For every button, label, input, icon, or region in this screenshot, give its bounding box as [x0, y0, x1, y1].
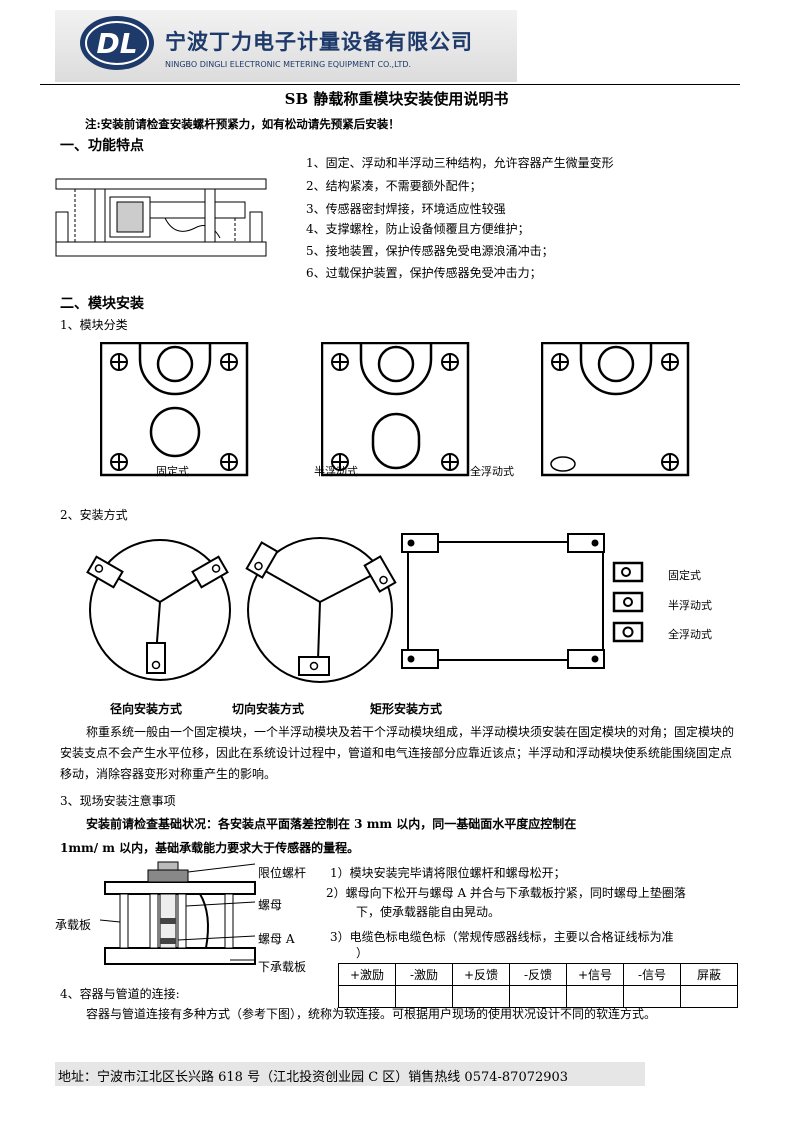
- wire-cell-excitation-plus: +激励: [338, 963, 396, 986]
- site-note-line1: 安装前请检查基础状况：各安装点平面落差控制在 3 mm 以内，同一基础面水平度应…: [86, 817, 577, 831]
- feature-2: 2、结构紧凑，不需要额外配件；: [306, 179, 482, 193]
- full-floating-module-plate: [541, 342, 690, 477]
- method-radial: 径向安装方式: [110, 702, 183, 716]
- assembly-diagram: [100, 861, 256, 965]
- fixed-module-plate: [100, 342, 249, 477]
- label-nut-a: 螺母 A: [258, 932, 295, 946]
- legend-fixed: 固定式: [668, 569, 701, 582]
- footer-band: [55, 1062, 645, 1086]
- wire-cell-signal-plus: +信号: [566, 963, 624, 986]
- label-load-plate: 承载板: [55, 918, 92, 932]
- document-title: SB 静载称重模块安装使用说明书: [284, 90, 509, 108]
- rectangular-install-diagram: [401, 533, 605, 669]
- section2-heading: 二、模块安装: [60, 296, 144, 312]
- feature-3: 3、传感器密封焊接，环境适应性较强: [306, 202, 506, 216]
- wire-cell-signal-minus: -信号: [623, 963, 681, 986]
- header-rule: [40, 84, 740, 85]
- system-paragraph: 称重系统一般由一个固定模块，一个半浮动模块及若干个浮动模块组成，半浮动模块须安装…: [60, 725, 735, 781]
- site-note-line2: 1mm/ m 以内，基础承载能力要求大于传感器的量程。: [60, 841, 360, 855]
- company-name-en: NINGBO DINGLI ELECTRONIC METERING EQUIPM…: [165, 60, 412, 69]
- step-3b: ）: [356, 946, 369, 960]
- legend-semi: 半浮动式: [668, 599, 712, 612]
- feature-6: 6、过载保护装置，保护传感器免受冲击力；: [306, 266, 542, 280]
- wire-cell-excitation-minus: -激励: [395, 963, 453, 986]
- section1-heading: 一、功能特点: [60, 138, 144, 154]
- company-name: 宁波丁力电子计量设备有限公司: [165, 30, 473, 54]
- label-lower-plate: 下承载板: [258, 960, 307, 974]
- install-note: 注:安装前请检查安装螺杆预紧力，如有松动请先预紧后安装！: [85, 117, 400, 131]
- wire-color-table: +激励 -激励 +反馈 -反馈 +信号 -信号 屏蔽: [338, 963, 738, 1008]
- step-2a: 2）螺母向下松开与螺母 A 并合与下承载板拧紧，同时螺母上垫圈落: [326, 886, 686, 900]
- install-methods-heading: 2、安装方式: [60, 508, 128, 522]
- install-legend-icons: [612, 561, 644, 643]
- step-2b: 下，使承载器能自由晃动。: [356, 905, 501, 919]
- table-row: +激励 -激励 +反馈 -反馈 +信号 -信号 屏蔽: [338, 963, 738, 986]
- radial-install-diagram: [86, 539, 231, 681]
- wire-cell-feedback-minus: -反馈: [509, 963, 567, 986]
- method-tangential: 切向安装方式: [232, 702, 305, 716]
- site-notes-heading: 3、现场安装注意事项: [60, 794, 176, 808]
- module-label-semi: 半浮动式: [314, 465, 358, 478]
- step-3a: 3）电缆色标电缆色标（常规传感器线标，主要以合格证线标为准: [330, 930, 674, 944]
- feature-4: 4、支撑螺栓，防止设备倾覆且方便维护；: [306, 222, 530, 236]
- feature-5: 5、接地装置，保护传感器免受电源浪涌冲击；: [306, 244, 554, 258]
- module-label-full: 全浮动式: [470, 465, 514, 478]
- footer-address: 地址：宁波市江北区长兴路 618 号（江北投资创业园 C 区）销售热线 0574…: [58, 1070, 569, 1085]
- method-rectangular: 矩形安装方式: [370, 702, 443, 716]
- wire-cell-shield: 屏蔽: [680, 963, 738, 986]
- label-nut: 螺母: [258, 898, 283, 912]
- semi-floating-module-plate: [321, 342, 470, 477]
- label-limit-bolt: 限位螺杆: [258, 866, 307, 880]
- wire-cell-feedback-plus: +反馈: [452, 963, 510, 986]
- table-row: [338, 985, 738, 1008]
- step-1: 1）模块安装完毕请将限位螺杆和螺母松开；: [330, 866, 566, 880]
- module-label-fixed: 固定式: [156, 465, 189, 478]
- tangential-install-diagram: [245, 537, 397, 683]
- pipe-connection-heading: 4、容器与管道的连接:: [60, 987, 180, 1001]
- company-logo: DL: [80, 16, 154, 70]
- feature-1: 1、固定、浮动和半浮动三种结构，允许容器产生微量变形: [306, 156, 614, 170]
- module-illustration: [55, 178, 267, 257]
- logo-text: DL: [96, 27, 137, 60]
- module-types-heading: 1、模块分类: [60, 318, 128, 332]
- pipe-paragraph: 容器与管道连接有多种方式（参考下图），统称为软连接。可根据用户现场的使用状况设计…: [86, 1007, 657, 1021]
- legend-full: 全浮动式: [668, 628, 712, 641]
